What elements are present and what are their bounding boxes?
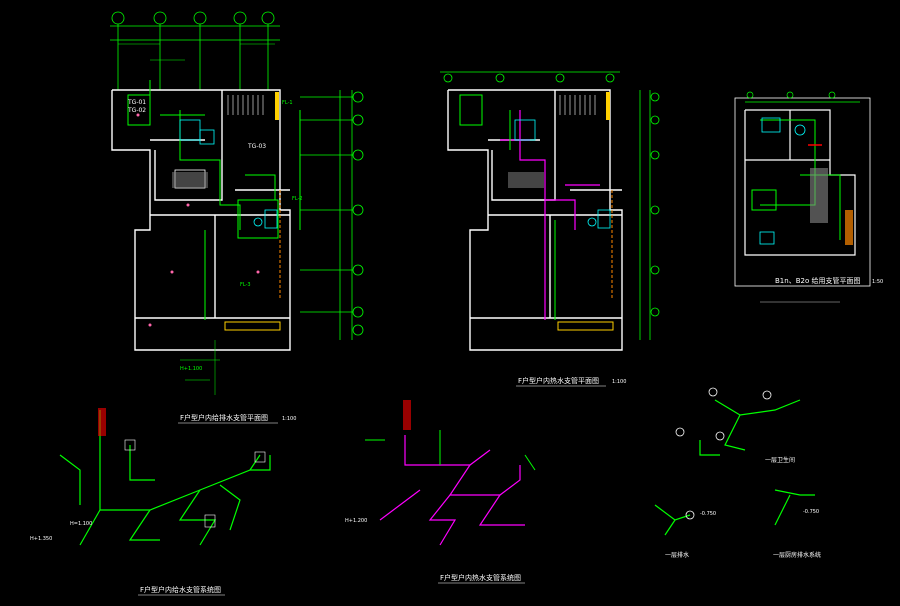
sys2-cold-pipes (365, 430, 536, 471)
plan1-tg01-label: TG-01 (127, 99, 146, 106)
plan1-balcony (224, 321, 281, 331)
plan2-grid-axes (440, 71, 660, 340)
sys2-pipes (379, 435, 525, 546)
plan3-frame (734, 97, 871, 287)
sys3-pipes (699, 399, 801, 456)
plan2-floor-plan: F户型户内热水支管平面图 1:100 (440, 71, 660, 387)
plan3-grid-axes (745, 91, 860, 103)
plan1-fl1-label: FL-1 (282, 100, 293, 106)
sys5-elev: -0.750 (803, 509, 819, 515)
sys2-title: F户型户内热水支管系统图 (440, 573, 521, 582)
plan3-detail: B1n、B2o 给用支管平面图 1:50 (734, 91, 883, 303)
plan1-tg02-label: TG-02 (127, 107, 146, 114)
plan2-balcony (557, 321, 614, 331)
sys5-pipes (774, 489, 815, 526)
plan1-counter (172, 172, 208, 188)
sys1-elev-label: H+1.350 (30, 536, 52, 542)
sys4-pipes (654, 504, 691, 536)
plan2-stair (559, 95, 596, 115)
plan1-elev-label: H+1.100 (180, 366, 202, 372)
plan2-title: F户型户内热水支管平面图 (518, 376, 599, 385)
sys3-markers (675, 387, 772, 441)
plan3-orange-wall (845, 210, 853, 245)
sys4-isometric: -0.750 一层排水 (654, 504, 716, 559)
plan1-room-markers (136, 113, 260, 327)
plan1-stair (227, 95, 264, 115)
plan1-floor-plan: TG-01 TG-02 TG-03 FL-1 FL-2 FL-3 H+1.100… (110, 11, 364, 424)
sys4-elev: -0.750 (700, 511, 716, 517)
plan1-leader-lines (118, 43, 275, 395)
sys1-heater (98, 408, 106, 436)
plan3-scale: 1:50 (872, 279, 883, 285)
plan1-grid-axes (110, 11, 364, 340)
sys3-isometric: 一层卫生间 (675, 387, 801, 464)
sys2-isometric: H+1.200 F户型户内热水支管系统图 (345, 400, 536, 584)
plan1-tg03-label: TG-03 (247, 143, 266, 150)
plan1-yellow-wall (275, 92, 279, 120)
plan1-title: F户型户内给排水支管平面图 (180, 413, 268, 422)
sys5-isometric: -0.750 一层厨房排水系统 (773, 489, 821, 559)
plan1-fl2-label: FL-2 (292, 196, 303, 202)
plan1-fl3-label: FL-3 (240, 282, 251, 288)
sys1-elev-label-2: H=1.100 (70, 521, 92, 527)
plan3-shaft (810, 168, 828, 223)
plan2-counter (508, 172, 544, 188)
plan2-yellow-wall (606, 92, 610, 120)
sys2-heater (403, 400, 411, 430)
sys1-isometric: H+1.350 H=1.100 F户型户内给水支管系统图 (30, 408, 271, 596)
sys5-title: 一层厨房排水系统 (773, 551, 821, 559)
sys3-title: 一层卫生间 (765, 456, 795, 464)
plan1-pipes (127, 80, 301, 320)
sys1-title: F户型户内给水支管系统图 (140, 585, 221, 594)
plan1-walls (111, 89, 291, 351)
plan3-title: B1n、B2o 给用支管平面图 (775, 276, 860, 285)
sys2-elev-label: H+1.200 (345, 518, 367, 524)
sys1-valves (124, 439, 266, 528)
plan2-walls (447, 89, 623, 351)
sys1-pipes (59, 440, 271, 546)
plan2-pipes (459, 94, 556, 320)
sys4-title: 一层排水 (665, 551, 689, 559)
plan2-scale: 1:100 (612, 379, 626, 385)
plan3-walls (744, 109, 856, 256)
plan2-fixtures (514, 119, 611, 229)
plan3-fixtures (759, 117, 806, 245)
plan1-scale: 1:100 (282, 416, 296, 422)
sys4-marker (685, 510, 695, 520)
